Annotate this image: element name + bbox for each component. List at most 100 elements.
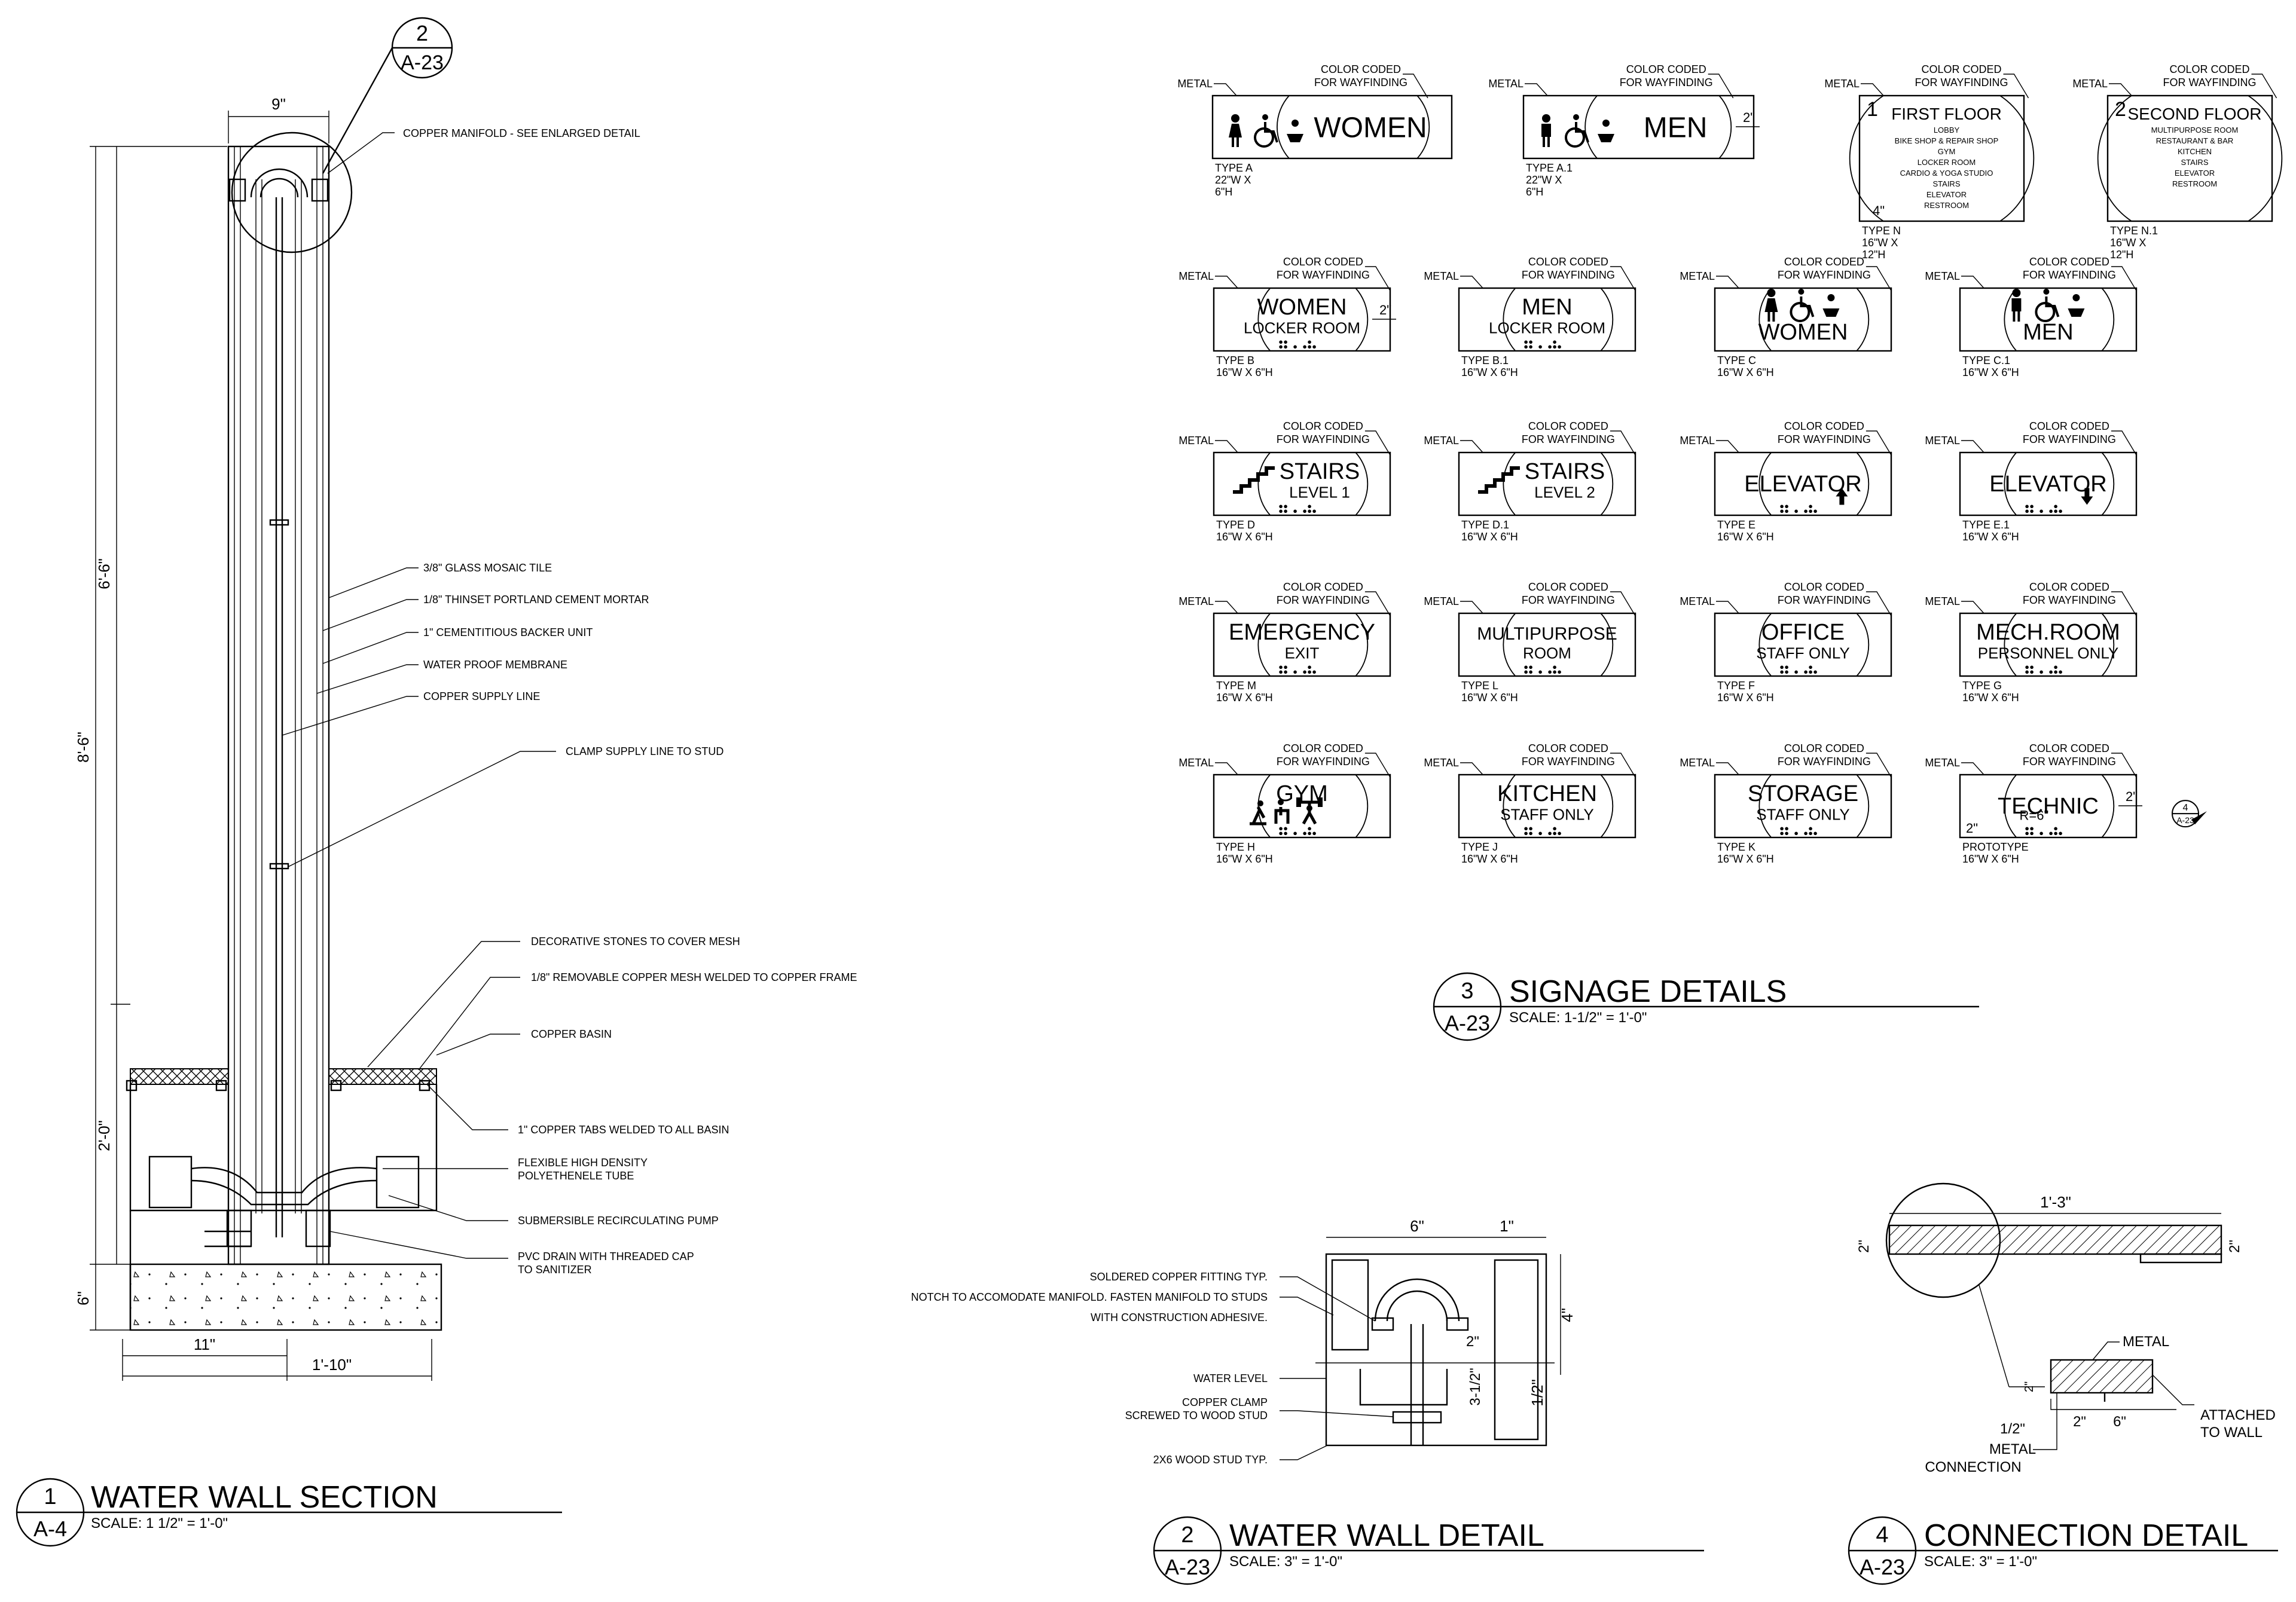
braille-dot [1279, 509, 1283, 513]
braille-dot [1529, 831, 1532, 836]
title-water-wall-detail: 2 A-23 WATER WALL DETAIL SCALE: 3" = 1'-… [1153, 1516, 1704, 1585]
braille-dot [1809, 670, 1812, 674]
dim-left: 11" [194, 1335, 215, 1353]
braille-dot [1524, 827, 1528, 831]
floor-sign-arc [1999, 95, 2035, 222]
braille-dot [2030, 665, 2034, 669]
sign-color-arc [1503, 452, 1516, 516]
color-coded-label: FOR WAYFINDING [1314, 77, 1407, 88]
color-coded-label: FOR WAYFINDING [1277, 756, 1370, 768]
conn-dim-2: 2" [2073, 1414, 2086, 1430]
sign-type-label: TYPE B.1 [1461, 354, 1509, 366]
sign-color-arc [1584, 95, 1598, 159]
metal-label: METAL [1680, 270, 1715, 282]
accessible-body-icon [1264, 122, 1278, 143]
sign-color-arc [2101, 288, 2115, 351]
sign-main-text: MEN [2023, 320, 2073, 345]
braille-dot [1809, 505, 1812, 509]
sign-type-label: TYPE A [1215, 162, 1253, 174]
sign-type-label: PROTOTYPE [1962, 841, 2029, 853]
sign-color-arc [1856, 613, 1870, 677]
metal-label: METAL [1424, 435, 1459, 447]
braille-dot [1538, 831, 1542, 836]
sign-main-text: MECH.ROOM [1976, 620, 2120, 645]
color-coded-label: FOR WAYFINDING [1778, 433, 1871, 445]
color-coded-label: FOR WAYFINDING [1522, 433, 1615, 445]
sign-color-arc [1503, 774, 1516, 838]
color-coded-label: FOR WAYFINDING [1778, 594, 1871, 606]
sign-main-text: WOMEN [1758, 320, 1848, 345]
sign-color-arc [1856, 774, 1870, 838]
color-coded-label: COLOR CODED [1283, 581, 1363, 593]
metal-leader [1460, 276, 1483, 289]
floor-sign-title: SECOND FLOOR [2127, 105, 2261, 123]
metal-label: METAL [1424, 270, 1459, 282]
sign-size-label: 16"W X 6"H [1216, 366, 1273, 378]
color-coded-label: FOR WAYFINDING [1522, 756, 1615, 768]
sign-sub-text: ROOM [1523, 644, 1571, 662]
metal-leader [1961, 440, 1984, 453]
title-num: 3 [1461, 979, 1473, 1004]
color-coded-label: COLOR CODED [2029, 581, 2109, 593]
metal-label: METAL [2072, 78, 2108, 90]
braille-dot [1529, 340, 1532, 344]
sign-sub-text: LOCKER ROOM [1489, 319, 1605, 337]
sign-color-arc [2004, 613, 2017, 677]
color-coded-label: COLOR CODED [1528, 581, 1608, 593]
braille-dot [1538, 345, 1542, 349]
braille-dot [2049, 670, 2053, 674]
floor-sign-arc [2248, 95, 2283, 222]
sign-plate [1714, 451, 1892, 516]
braille-dot [2030, 670, 2034, 674]
sign-color-arc [1758, 452, 1772, 516]
accessible-head-icon [1262, 114, 1268, 120]
detail-note-notch-2: WITH CONSTRUCTION ADHESIVE. [1091, 1311, 1268, 1323]
baby-head-icon [1602, 120, 1610, 127]
color-coded-label: FOR WAYFINDING [1522, 269, 1615, 281]
baby-change-icon [1598, 134, 1614, 142]
sign-color-arc [2004, 452, 2017, 516]
floor-sign-item: ELEVATOR [1926, 190, 1967, 199]
color-coded-label: COLOR CODED [1626, 63, 1706, 75]
conn-dim-6: 6" [2113, 1414, 2126, 1430]
metal-leader [1716, 440, 1739, 453]
metal-label: METAL [1925, 757, 1960, 769]
dim-lower: 2'-0" [95, 1120, 113, 1151]
detail-note-clamp-2: SCREWED TO WOOD STUD [1125, 1410, 1268, 1421]
color-coded-label: COLOR CODED [2029, 256, 2109, 268]
manifold-detail-circle [231, 132, 353, 253]
title-num: 2 [1181, 1522, 1193, 1548]
note-drain-2: TO SANITIZER [518, 1264, 592, 1276]
metal-leader [1460, 440, 1483, 453]
baby-change-icon [2068, 308, 2085, 317]
sign-radius-label: R=6" [2020, 808, 2049, 823]
braille-dot [1308, 345, 1311, 349]
color-coded-label: COLOR CODED [2029, 420, 2109, 432]
color-coded-label: COLOR CODED [1784, 420, 1864, 432]
section-callout-ref: A-23 [401, 51, 444, 74]
sign-plate [1714, 774, 1892, 839]
sign-type-label: TYPE M [1216, 680, 1256, 692]
conn-dim-v2: 2" [2023, 1381, 2036, 1392]
braille-dot [1524, 345, 1528, 349]
floor-sign-item: LOBBY [1934, 126, 1960, 134]
baby-head-icon [1827, 294, 1835, 301]
sign-sub-text: PERSONNEL ONLY [1978, 644, 2119, 662]
color-coded-label: FOR WAYFINDING [1915, 77, 2008, 88]
person-head-icon [2012, 289, 2021, 297]
note-tabs: 1" COPPER TABS WELDED TO ALL BASIN [518, 1124, 729, 1136]
sign-dim-label: 2" [1743, 110, 1755, 125]
braille-dot [2039, 509, 2043, 513]
color-coded-label: COLOR CODED [1784, 742, 1864, 754]
person-leg-icon [1767, 311, 1770, 322]
note-mesh: 1/8" REMOVABLE COPPER MESH WELDED TO COP… [531, 971, 857, 983]
braille-dot [1780, 827, 1784, 831]
sign-dim-label: 2" [1379, 302, 1391, 317]
metal-label: METAL [1824, 78, 1860, 90]
person-head-icon [1767, 289, 1776, 297]
